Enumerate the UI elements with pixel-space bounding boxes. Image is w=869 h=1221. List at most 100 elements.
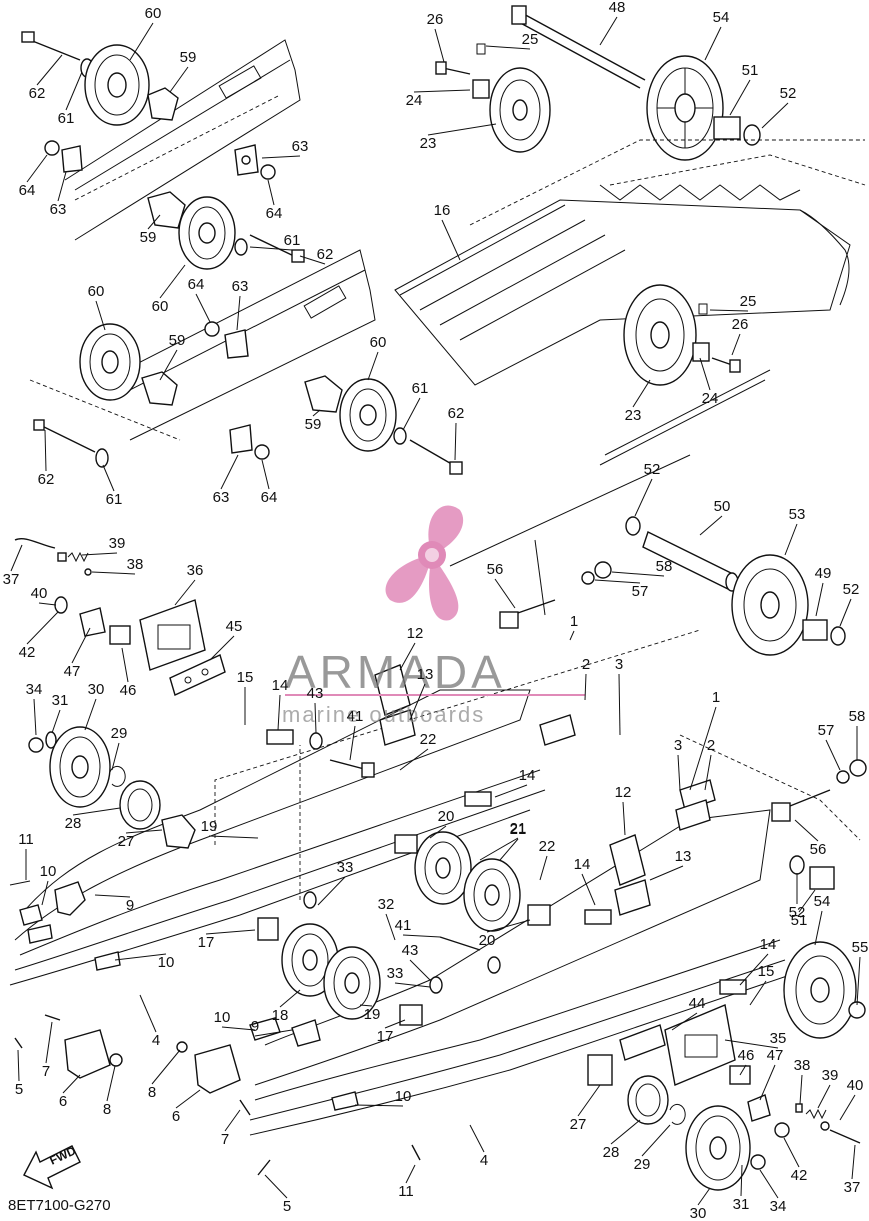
- leader-line: [469, 1124, 485, 1153]
- part-number-label: 54: [713, 9, 730, 26]
- leader-line: [584, 673, 587, 701]
- part-number-label: 64: [261, 489, 278, 506]
- part-number-label: 29: [111, 725, 128, 742]
- leader-line: [814, 910, 823, 946]
- part-number-label: 3: [674, 737, 682, 754]
- leader-line: [139, 994, 157, 1033]
- leader-line: [599, 16, 618, 46]
- part-number-label: 5: [15, 1081, 23, 1098]
- part-number-label: 64: [266, 205, 283, 222]
- part-number-label: 62: [317, 246, 334, 263]
- part-number-label: 27: [570, 1116, 587, 1133]
- part-number-label: 26: [427, 11, 444, 28]
- part-number-label: 31: [52, 692, 69, 709]
- part-number-label: 11: [398, 1183, 414, 1200]
- leader-line: [72, 807, 121, 816]
- part-number-label: 9: [251, 1018, 259, 1035]
- part-number-label: 55: [852, 939, 869, 956]
- leader-line: [709, 309, 749, 312]
- part-number-label: 4: [152, 1032, 160, 1049]
- part-number-label: 34: [26, 681, 43, 698]
- part-number-label: 34: [770, 1198, 787, 1215]
- leader-line: [317, 876, 346, 906]
- part-number-label: 41: [395, 917, 412, 934]
- leader-line: [697, 1187, 711, 1206]
- leader-line: [394, 982, 431, 988]
- leader-line: [106, 1065, 116, 1102]
- part-number-label: 20: [438, 808, 455, 825]
- part-number-label: 12: [615, 784, 632, 801]
- leader-line: [159, 264, 186, 299]
- leader-line: [739, 953, 769, 986]
- part-number-label: 8: [103, 1101, 111, 1118]
- leader-line: [671, 1012, 698, 1031]
- leader-line: [224, 1109, 241, 1132]
- leader-line: [409, 959, 431, 981]
- leader-line: [261, 155, 301, 159]
- leader-line: [454, 422, 457, 461]
- part-number-label: 24: [702, 390, 719, 407]
- leader-line: [794, 819, 819, 842]
- part-number-label: 60: [370, 334, 387, 351]
- part-number-label: 25: [740, 293, 757, 310]
- part-number-label: 10: [158, 954, 175, 971]
- part-number-label: 25: [522, 31, 539, 48]
- leader-line: [594, 579, 641, 584]
- leader-line: [36, 54, 63, 86]
- leader-line: [539, 855, 548, 881]
- part-number-label: 27: [118, 833, 135, 850]
- leader-line: [44, 429, 47, 472]
- leader-line: [759, 1064, 776, 1101]
- part-number-label: 30: [88, 681, 105, 698]
- leader-line: [851, 1144, 856, 1180]
- part-number-label: 16: [434, 202, 451, 219]
- part-number-label: 62: [448, 405, 465, 422]
- part-number-label: 5: [283, 1198, 291, 1215]
- leader-line: [41, 880, 49, 906]
- part-number-label: 53: [789, 506, 806, 523]
- part-number-label: 20: [479, 932, 496, 949]
- leader-line: [17, 1049, 20, 1082]
- leader-line: [610, 1119, 641, 1145]
- part-number-label: 57: [632, 583, 649, 600]
- watermark-brand: ARMADA: [285, 646, 506, 698]
- part-number-label: 51: [791, 912, 808, 929]
- leader-line: [354, 1104, 404, 1107]
- leader-line: [159, 349, 178, 381]
- suspension-block-assembly: [14, 538, 226, 696]
- part-number-label: 56: [810, 841, 827, 858]
- part-number-label: 10: [40, 863, 57, 880]
- part-number-label: 59: [140, 229, 157, 246]
- part-number-label: 14: [272, 677, 289, 694]
- part-number-label: 13: [417, 666, 434, 683]
- part-number-label: 15: [758, 963, 775, 980]
- leader-line: [699, 357, 711, 391]
- part-number-label: 61: [106, 491, 123, 508]
- leader-line: [677, 754, 681, 791]
- part-number-label: 19: [201, 818, 218, 835]
- leader-line: [209, 635, 235, 661]
- leader-line: [267, 179, 275, 206]
- leader-line: [399, 748, 429, 771]
- part-number-label: 13: [675, 848, 692, 865]
- leader-line: [577, 1084, 601, 1117]
- leader-line: [349, 725, 356, 761]
- part-number-label: 7: [42, 1063, 50, 1080]
- part-number-label: 37: [3, 571, 20, 588]
- leader-line: [10, 544, 23, 572]
- part-number-label: 36: [187, 562, 204, 579]
- part-number-label: 52: [644, 461, 661, 478]
- part-number-label: 15: [237, 669, 254, 686]
- rear-axle-assembly: [449, 454, 846, 656]
- part-number-label: 46: [120, 682, 137, 699]
- watermark-sub: marine outboards: [282, 702, 485, 727]
- leader-line: [125, 829, 163, 834]
- leader-line: [622, 801, 626, 836]
- part-number-label: 29: [634, 1156, 651, 1173]
- leader-line: [485, 45, 531, 50]
- part-number-label: 6: [172, 1108, 180, 1125]
- leader-line: [254, 1029, 293, 1037]
- leader-line: [784, 523, 798, 556]
- leader-line: [618, 673, 621, 736]
- leader-line: [405, 1164, 416, 1184]
